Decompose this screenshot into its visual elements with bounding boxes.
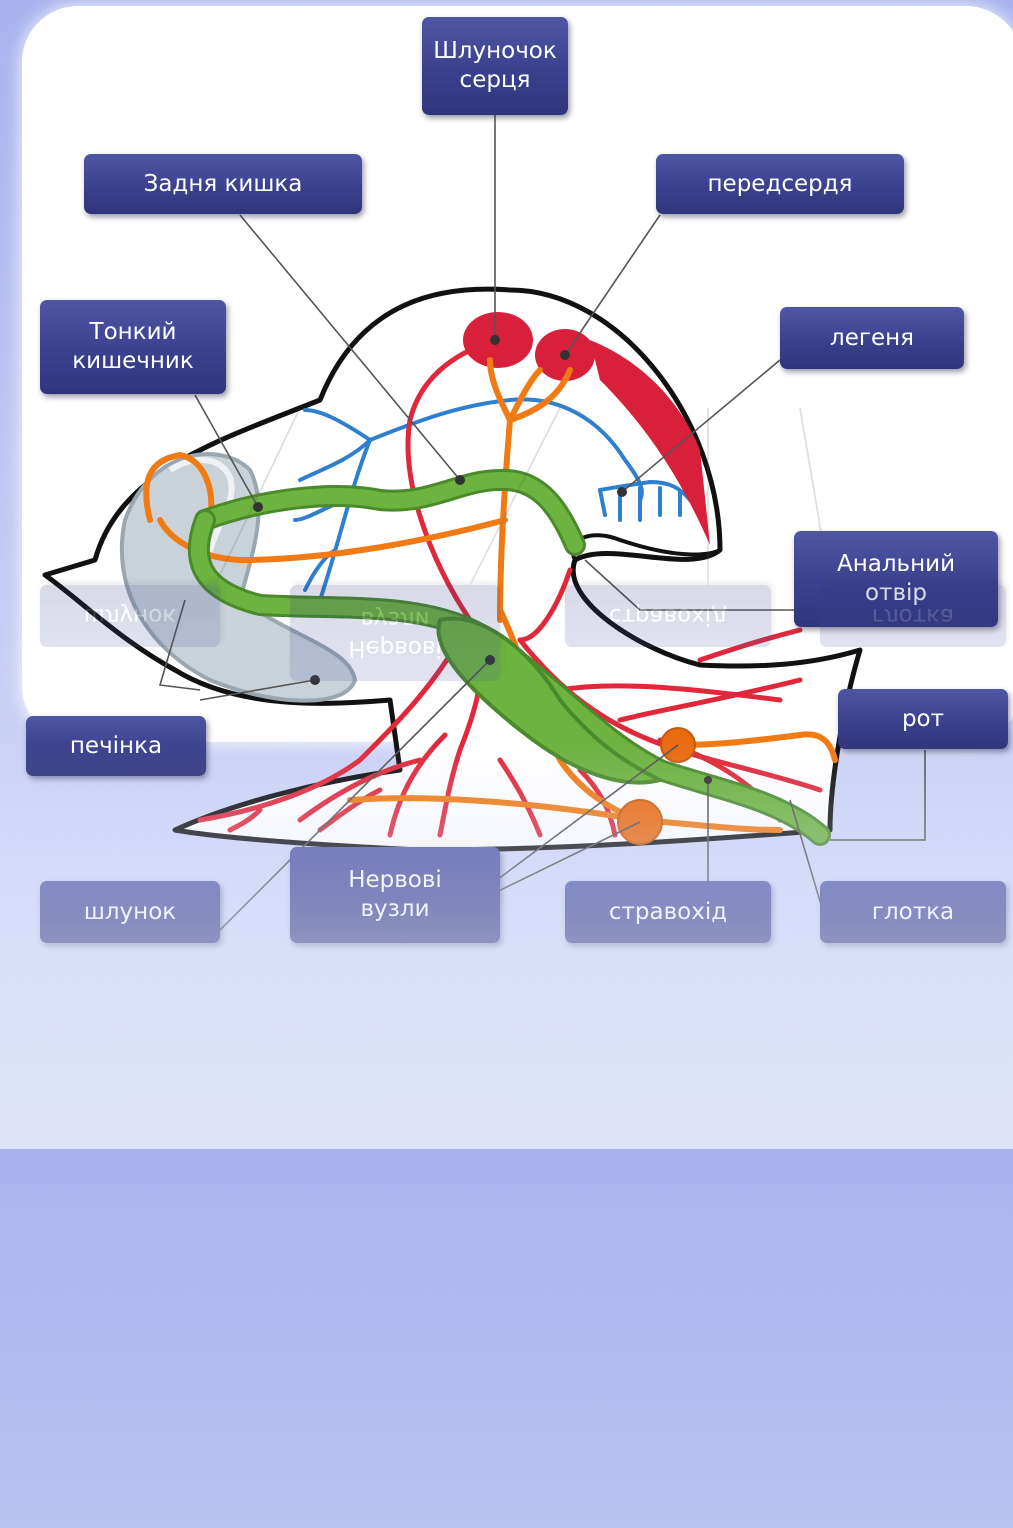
label-mouth: рот xyxy=(838,689,1008,749)
leader-anus xyxy=(585,560,795,610)
label-stomach: шлунок xyxy=(40,881,220,943)
label-lung: легеня xyxy=(780,307,964,369)
label-ganglia: Нервові вузли xyxy=(290,847,500,943)
label-liver: печінка xyxy=(26,716,206,776)
leader-mouth xyxy=(830,750,925,840)
label-ventricle: Шлуночок серця xyxy=(422,17,568,115)
label-pharynx: глотка xyxy=(820,881,1006,943)
label-atrium: передсердя xyxy=(656,154,904,214)
label-anus: Анальний отвір xyxy=(794,531,998,627)
label-rectum: Задня кишка xyxy=(84,154,362,214)
label-esophagus: стравохід xyxy=(565,881,771,943)
label-small-intestine: Тонкий кишечник xyxy=(40,300,226,394)
